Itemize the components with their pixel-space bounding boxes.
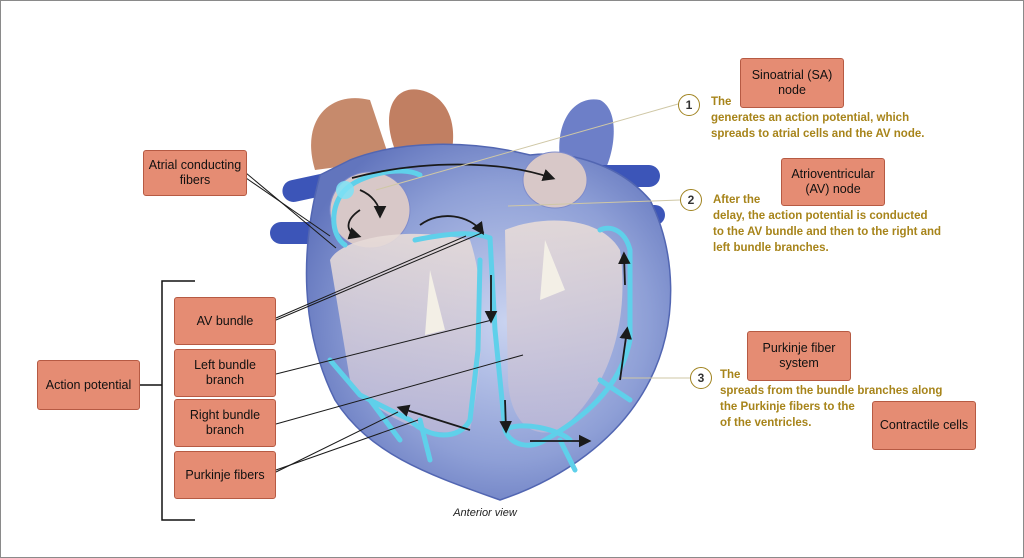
atrial-conducting-fibers-label: Atrial conducting fibers <box>143 150 247 196</box>
step-pointer-lines <box>375 103 690 379</box>
view-caption: Anterior view <box>453 507 517 519</box>
purkinje-fiber-system-label: Purkinje fiber system <box>747 331 851 381</box>
purkinje-fibers-label: Purkinje fibers <box>174 451 276 499</box>
propagation-arrows <box>347 163 632 448</box>
action-potential-bracket <box>140 280 195 521</box>
leader-lines <box>245 172 524 473</box>
left-bundle-branch-label: Left bundle branch <box>174 349 276 397</box>
action-potential-label: Action potential <box>37 360 140 410</box>
sa-node-glow <box>336 181 354 199</box>
step-2-number: 2 <box>680 189 702 211</box>
contractile-cells-label: Contractile cells <box>872 401 976 450</box>
step-3-text: spreads from the bundle branches along t… <box>720 385 943 429</box>
step-2-text: delay, the action potential is conducted… <box>713 210 942 254</box>
sa-node-label: Sinoatrial (SA) node <box>740 58 844 108</box>
heart-chambers <box>329 151 623 433</box>
right-bundle-branch-label: Right bundle branch <box>174 399 276 447</box>
step-1-text: generates an action potential, which spr… <box>711 112 925 140</box>
av-node-label: Atrioventricular (AV) node <box>781 158 885 206</box>
step-1-number: 1 <box>678 94 700 116</box>
step-3-number: 3 <box>690 367 712 389</box>
step-2-lead: After the <box>713 194 761 206</box>
av-bundle-label: AV bundle <box>174 297 276 345</box>
step-3-lead: The <box>720 369 741 381</box>
step-1-lead: The <box>711 96 732 108</box>
